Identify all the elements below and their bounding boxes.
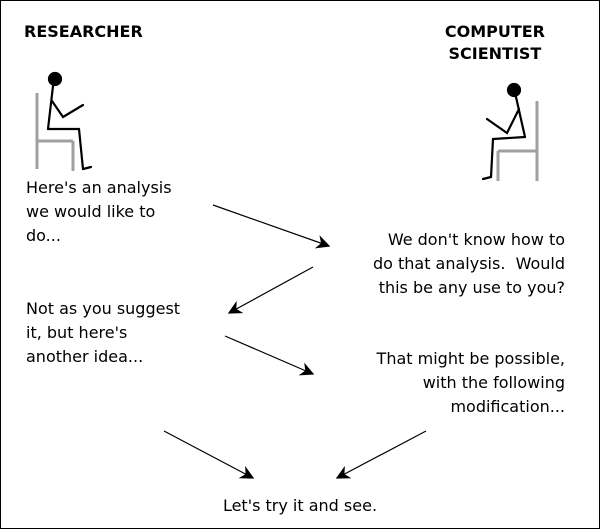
- conclusion-message: Let's try it and see.: [222, 496, 378, 515]
- computer-scientist-figure: [481, 82, 527, 181]
- arrow-researcher1-to-cs1: [212, 204, 331, 249]
- researcher-message-1: Here's an analysis we would like to do..…: [26, 178, 172, 245]
- computer-scientist-heading-line2: SCIENTIST: [448, 44, 542, 63]
- researcher-chair: [35, 93, 75, 171]
- arrow-researcher2-to-cs2: [224, 335, 315, 376]
- arrow-cs-to-conclusion: [335, 430, 427, 479]
- arrow-cs1-to-researcher2: [227, 266, 314, 314]
- researcher-figure: [46, 71, 93, 171]
- computer-scientist-chair: [496, 101, 539, 181]
- researcher-message-2: Not as you suggest it, but here's anothe…: [26, 299, 181, 366]
- computer-scientist-message-2: That might be possible, with the followi…: [376, 349, 565, 416]
- arrow-researcher-to-conclusion: [163, 430, 255, 479]
- computer-scientist-heading: COMPUTER SCIENTIST: [445, 21, 545, 65]
- researcher-heading: RESEARCHER: [24, 22, 143, 41]
- computer-scientist-message-1: We don't know how to do that analysis. W…: [372, 230, 565, 297]
- computer-scientist-heading-line1: COMPUTER: [444, 22, 545, 41]
